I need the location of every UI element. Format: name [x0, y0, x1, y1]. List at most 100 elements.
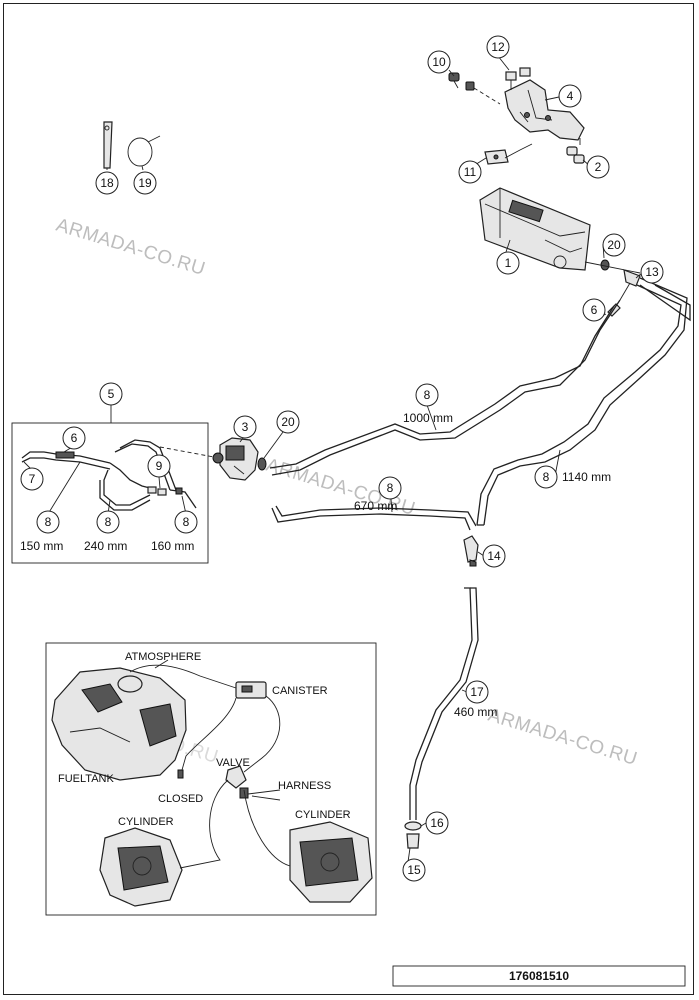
schematic-valve — [225, 765, 249, 799]
bolt-near-10 — [465, 81, 475, 91]
svg-text:12: 12 — [491, 40, 505, 54]
callout-7: 7 — [20, 467, 44, 491]
hose-clip-18 — [103, 121, 113, 169]
bracket-assembly — [504, 79, 585, 141]
label-fueltank: FUELTANK — [58, 773, 114, 785]
callout-20-top: 20 — [602, 233, 626, 257]
dash-valve-to-kit — [159, 446, 215, 458]
schematic-closed-plug — [177, 769, 184, 779]
nut-11 — [484, 149, 509, 165]
svg-text:17: 17 — [470, 685, 484, 699]
svg-text:2: 2 — [595, 160, 602, 174]
svg-text:15: 15 — [407, 863, 421, 877]
label-closed: CLOSED — [158, 793, 203, 805]
cable-tie-19 — [127, 135, 161, 167]
svg-text:14: 14 — [487, 549, 501, 563]
callout-6-right: 6 — [582, 298, 606, 322]
schematic-cylinder-right — [289, 821, 373, 903]
svg-text:18: 18 — [100, 176, 114, 190]
callout-14: 14 — [482, 544, 506, 568]
schematic-box — [45, 642, 377, 916]
svg-text:13: 13 — [645, 265, 659, 279]
callout-17: 17 — [465, 680, 489, 704]
callout-4: 4 — [558, 84, 582, 108]
callout-8-670: 8 — [378, 476, 402, 500]
svg-text:19: 19 — [138, 176, 152, 190]
screw-12 — [505, 71, 517, 90]
svg-text:6: 6 — [71, 431, 78, 445]
reference-box — [392, 965, 686, 987]
hose-1000mm — [271, 299, 621, 476]
clamp-20-valve — [257, 457, 267, 471]
svg-text:8: 8 — [183, 515, 190, 529]
callout-9: 9 — [147, 454, 171, 478]
label-cylinder-left: CYLINDER — [118, 816, 174, 828]
svg-text:8: 8 — [543, 470, 550, 484]
fitting-15 — [406, 833, 420, 849]
callout-11: 11 — [458, 160, 482, 184]
fitting-13 — [619, 269, 641, 301]
callout-20-valve: 20 — [276, 410, 300, 434]
svg-text:6: 6 — [591, 303, 598, 317]
label-670mm: 670 mm — [354, 499, 397, 513]
label-1140mm: 1140 mm — [562, 470, 611, 484]
callout-3: 3 — [233, 415, 257, 439]
callout-8-240: 8 — [96, 510, 120, 534]
canister-1 — [479, 187, 591, 271]
callout-15: 15 — [402, 858, 426, 882]
dash-bolt-to-bracket — [473, 87, 501, 105]
drawing-frame — [3, 3, 694, 995]
callout-8-160: 8 — [174, 510, 198, 534]
callout-6-kit: 6 — [62, 426, 86, 450]
label-460mm: 460 mm — [454, 705, 497, 719]
svg-text:20: 20 — [281, 415, 295, 429]
svg-text:3: 3 — [242, 420, 249, 434]
callout-10: 10 — [427, 50, 451, 74]
label-atmosphere: ATMOSPHERE — [125, 651, 201, 663]
callout-5: 5 — [99, 382, 123, 406]
callout-19: 19 — [133, 171, 157, 195]
bolt-10 — [448, 72, 460, 89]
schematic-canister — [235, 681, 267, 699]
clamp-16 — [404, 821, 422, 831]
watermark-right: ARMADA-CO.RU — [486, 705, 640, 770]
line-nut-11 — [504, 143, 533, 159]
callout-8-1000: 8 — [415, 383, 439, 407]
callout-16: 16 — [425, 811, 449, 835]
callout-8-150: 8 — [36, 510, 60, 534]
svg-text:5: 5 — [108, 387, 115, 401]
hose-1140mm — [483, 277, 688, 526]
svg-text:20: 20 — [607, 238, 621, 252]
schematic-cylinder-left — [99, 827, 183, 907]
watermark-top: ARMADA-CO.RU — [54, 215, 208, 280]
svg-text:8: 8 — [387, 481, 394, 495]
label-valve: VALVE — [216, 757, 250, 769]
label-1000mm: 1000 mm — [403, 411, 453, 425]
callout-13: 13 — [640, 260, 664, 284]
svg-text:9: 9 — [156, 459, 163, 473]
label-cylinder-right: CYLINDER — [295, 809, 351, 821]
svg-text:8: 8 — [45, 515, 52, 529]
valve-3 — [212, 437, 259, 481]
svg-text:1: 1 — [505, 256, 512, 270]
svg-text:10: 10 — [432, 55, 446, 69]
fitting-14 — [463, 535, 479, 567]
schematic-fueltank — [51, 667, 187, 781]
callout-8-1140: 8 — [534, 465, 558, 489]
kit-hoses — [21, 439, 197, 511]
label-240mm: 240 mm — [84, 539, 127, 553]
nut-12b — [519, 67, 531, 77]
hose-kit-box — [11, 422, 209, 564]
label-canister: CANISTER — [272, 685, 328, 697]
hose-460mm — [409, 587, 473, 820]
callout-2: 2 — [586, 155, 610, 179]
label-150mm: 150 mm — [20, 539, 63, 553]
schematic-lines — [129, 659, 291, 869]
svg-text:8: 8 — [424, 388, 431, 402]
label-160mm: 160 mm — [151, 539, 194, 553]
callout-18: 18 — [95, 171, 119, 195]
svg-text:11: 11 — [464, 165, 477, 179]
callout-1: 1 — [496, 251, 520, 275]
reference-number: 176081510 — [509, 969, 569, 983]
